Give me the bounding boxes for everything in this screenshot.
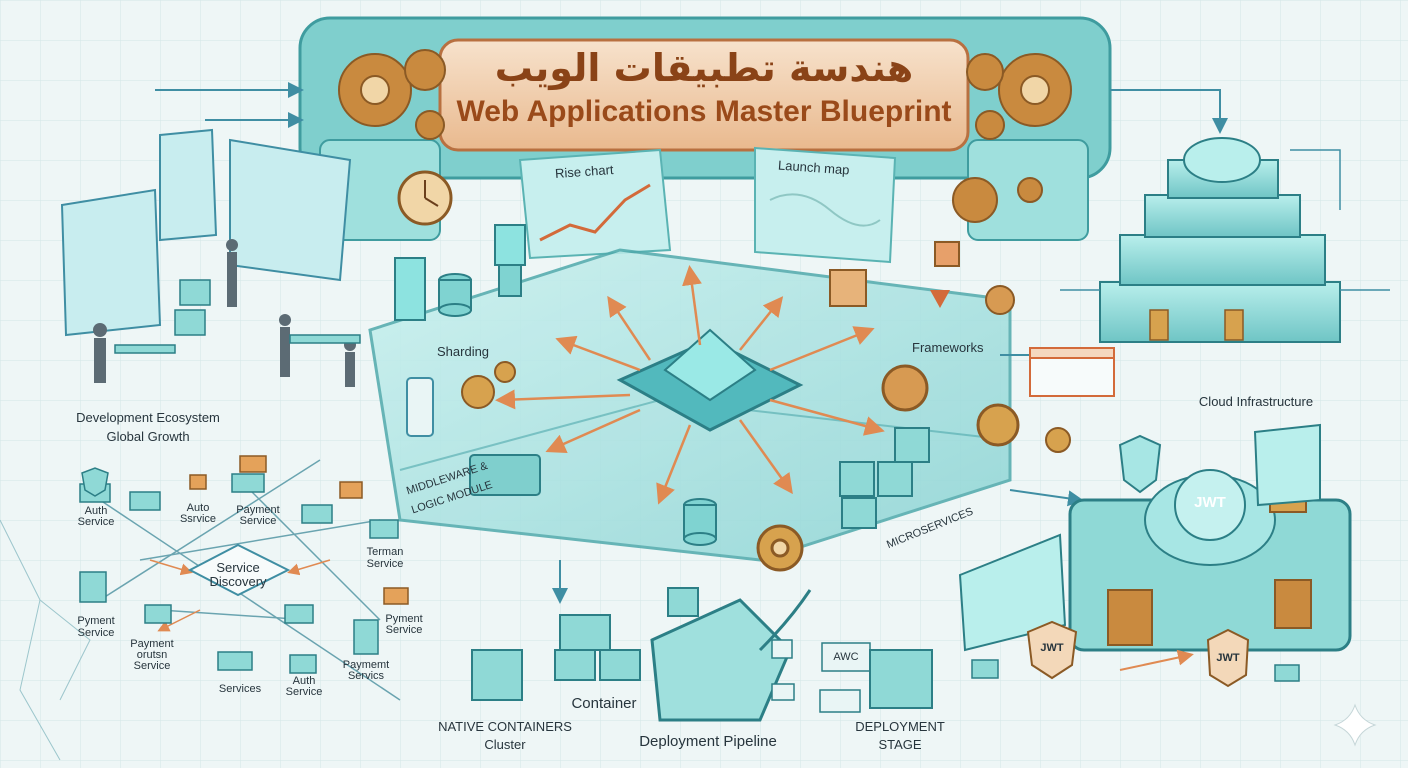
- native-containers-line2: Cluster: [484, 737, 526, 752]
- deployment-stage-line2: STAGE: [878, 737, 922, 752]
- deployment-stage-cube: [869, 649, 933, 709]
- auto-service-line2: Ssrvice: [179, 513, 217, 525]
- ecosystem-label-line2: Global Growth: [106, 429, 190, 444]
- fortress-doors: [1107, 579, 1312, 646]
- services-orange-arrows: [149, 559, 331, 632]
- awc-label: AWC: [833, 651, 859, 663]
- container-label: Container: [571, 695, 637, 712]
- pipeline-steps: [771, 639, 871, 713]
- middleware-module-icon: [469, 454, 541, 496]
- paymemt-line1: Paymemt: [342, 659, 390, 671]
- auth-service-a-line2: Service: [77, 516, 115, 528]
- pyment-service-line1: Pyment: [77, 615, 115, 627]
- tower-doors: [1149, 309, 1244, 341]
- jwt-flow-arrow: [1119, 649, 1194, 671]
- services-label: Services: [218, 683, 262, 695]
- payment-orutsn-line1: Payment: [130, 638, 174, 650]
- ecosystem-label-line1: Development Ecosystem: [76, 410, 220, 425]
- shield-icon-services: [81, 467, 109, 497]
- phone-icon: [406, 377, 434, 437]
- terman-service-line1: Terman: [366, 546, 404, 558]
- title-english: Web Applications Master Blueprint: [456, 95, 952, 128]
- auth-service-a-line1: Auth: [84, 505, 108, 517]
- terman-service-line2: Service: [366, 558, 404, 570]
- network-lines: [0, 519, 91, 761]
- code-panel-icon: [958, 423, 1321, 652]
- tower-connectors: [1060, 149, 1390, 291]
- frameworks-label: Frameworks: [912, 340, 984, 355]
- browser-window-icon: [1029, 347, 1115, 397]
- sharding-label: Sharding: [437, 344, 490, 359]
- cloud-infrastructure-tower: [1099, 159, 1341, 343]
- microservices-cubes: [839, 427, 930, 529]
- whale-container-icon: [650, 589, 812, 722]
- auth-service-b-line2: Service: [285, 686, 323, 698]
- paymemt-line2: Servics: [347, 670, 385, 682]
- pyment-service-right-line1: Pyment: [385, 613, 423, 625]
- deployment-pipeline-label: Deployment Pipeline: [639, 733, 777, 750]
- gear-icon-right: [966, 53, 1072, 140]
- service-discovery-line2: Discovery: [209, 574, 267, 589]
- gear-icon-right-small: [952, 177, 1043, 223]
- gear-icon-sharding: [461, 361, 516, 409]
- gear-icon-left: [338, 49, 446, 140]
- services-grid-lines: [99, 459, 401, 701]
- desk-icons: [114, 279, 361, 354]
- processor-chip-icon: [616, 328, 804, 432]
- jwt-shield-icon: [1026, 620, 1250, 688]
- framework-icons: [829, 241, 1071, 453]
- deployment-stage-line1: DEPLOYMENT: [855, 719, 945, 734]
- gear-icon-center: [756, 524, 804, 572]
- data-flow-arrows: [495, 265, 885, 505]
- pyment-service-line2: Service: [77, 627, 115, 639]
- small-cubes-right: [971, 659, 1300, 682]
- payment-service-top-line1: Payment: [236, 504, 280, 516]
- shield-icon-fortress: [1118, 434, 1162, 494]
- dev-ecosystem-screens: [60, 128, 352, 337]
- payment-orutsn-line3: Service: [133, 660, 171, 672]
- container-cluster: [471, 587, 699, 701]
- lock-icon-services: [189, 455, 409, 605]
- title-arabic: هندسة تطبيقات الويب: [494, 46, 914, 90]
- crystal-pillar-icon: [394, 224, 526, 321]
- auth-service-b-line1: Auth: [292, 675, 316, 687]
- service-discovery-bubble: [187, 543, 291, 597]
- jwt-shield-left-label: JWT: [1040, 642, 1064, 654]
- launch-map-screen: [754, 146, 897, 264]
- service-discovery-line1: Service: [216, 560, 260, 575]
- auto-service-line1: Auto: [186, 502, 210, 514]
- jwt-shield-right-label: JWT: [1216, 652, 1240, 664]
- payment-orutsn-line2: orutsn: [136, 649, 168, 661]
- pyment-service-right-line2: Service: [385, 624, 423, 636]
- database-small-icon: [353, 619, 379, 655]
- payment-service-top-line2: Service: [239, 515, 277, 527]
- cloud-infrastructure-label: Cloud Infrastructure: [1198, 394, 1314, 409]
- jwt-main-label: JWT: [1194, 494, 1226, 511]
- developer-figures: [93, 239, 356, 387]
- rise-chart-screen: [518, 148, 672, 260]
- sparkle-icon: [1333, 703, 1377, 747]
- native-containers-line1: NATIVE CONTAINERS: [438, 719, 572, 734]
- cloud-icon: [1183, 137, 1261, 183]
- clock-icon: [397, 170, 453, 226]
